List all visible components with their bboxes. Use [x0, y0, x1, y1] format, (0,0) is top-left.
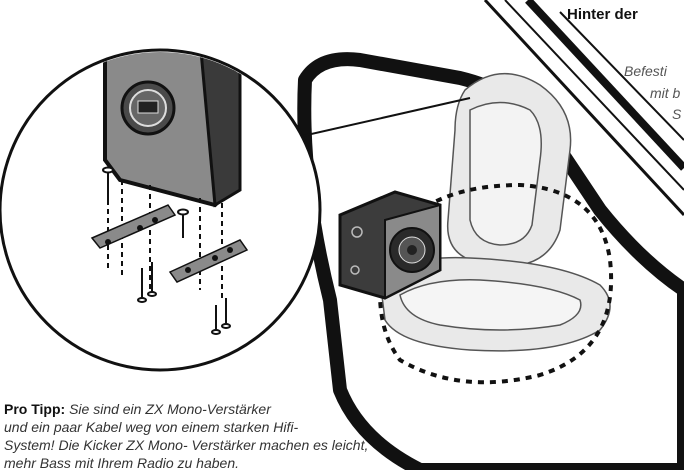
detail-circle — [0, 40, 320, 370]
caption-line-3: S — [672, 106, 681, 122]
tip-label: Pro Tipp: — [4, 401, 65, 417]
tip-line-2: und ein paar Kabel weg von einem starken… — [4, 418, 684, 436]
caption-line-2: mit b — [650, 85, 680, 101]
tip-line-3: System! Die Kicker ZX Mono- Verstärker m… — [4, 436, 684, 454]
tip-line-4: mehr Bass mit Ihrem Radio zu haben. — [4, 454, 684, 472]
tip-text-1: Sie sind ein ZX Mono-Verstärker — [69, 401, 271, 417]
section-heading: Hinter der — [567, 6, 638, 23]
tip-line-1: Pro Tipp: Sie sind ein ZX Mono-Verstärke… — [4, 400, 684, 418]
caption-line-1: Befesti — [624, 63, 667, 79]
pro-tip-block: Pro Tipp: Sie sind ein ZX Mono-Verstärke… — [4, 400, 684, 472]
